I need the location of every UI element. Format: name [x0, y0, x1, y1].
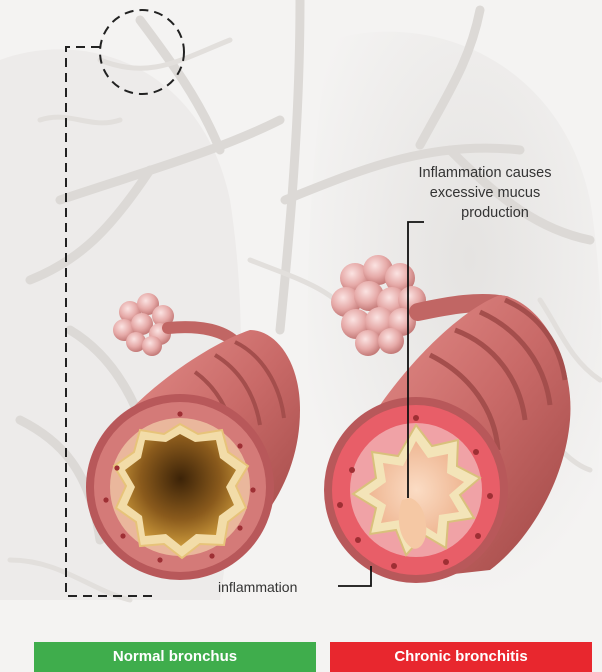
chronic-bronchitis-label: Chronic bronchitis — [330, 642, 592, 672]
inflammation-callout: inflammation — [218, 577, 297, 597]
normal-bronchus-label: Normal bronchus — [34, 642, 316, 672]
mucus-callout: Inflammation causes excessive mucus prod… — [370, 163, 600, 223]
mucus-callout-line-2: excessive mucus — [370, 183, 600, 203]
mucus-callout-line-3: production — [370, 203, 600, 223]
mucus-callout-line-1: Inflammation causes — [370, 163, 600, 183]
